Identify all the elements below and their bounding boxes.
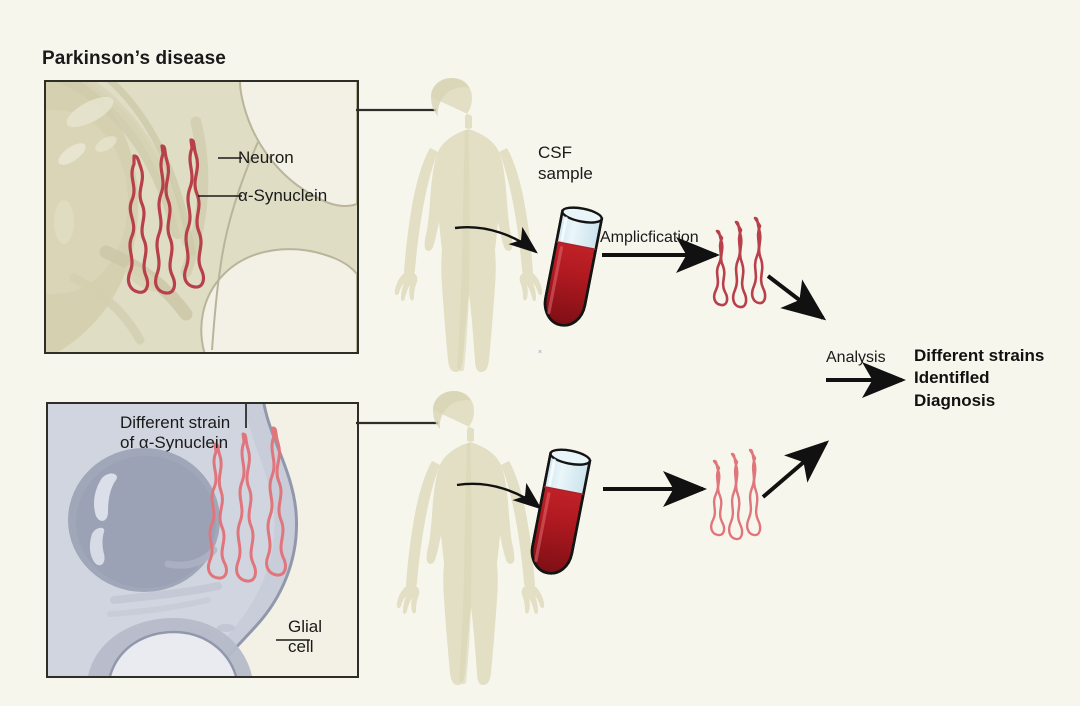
result-line-2: Identifled <box>914 368 990 388</box>
glial-panel <box>46 402 359 678</box>
different-strain-line-1: Different strain <box>120 413 231 432</box>
patient-figure-top <box>394 78 543 372</box>
result-line-1: Different strains <box>914 346 1045 365</box>
csf-tube-bottom <box>530 448 592 575</box>
amplified-fibrils-bottom <box>710 448 762 541</box>
converge-arrow-top <box>766 274 827 321</box>
converge-arrow-bottom <box>761 440 830 499</box>
different-strain-line-2: of α-Synuclein <box>120 433 229 453</box>
glial-cell-label: Glial cell <box>288 617 322 658</box>
result-line-3: Diagnosis <box>914 390 996 410</box>
amplification-label: Amplicfication <box>600 229 699 246</box>
neuron-illustration <box>46 82 357 352</box>
amplified-fibrils-top <box>712 216 767 309</box>
extraction-arrow-bottom <box>456 482 542 510</box>
glial-illustration <box>48 404 357 676</box>
neuron-label: Neuron <box>238 148 294 167</box>
extraction-arrow-top <box>454 226 538 254</box>
csf-tube-top <box>543 206 604 327</box>
neuron-panel <box>44 80 359 354</box>
csf-sample-line-1: CSF <box>538 143 572 162</box>
alpha-synuclein-label: α-Synuclein <box>238 186 328 205</box>
glial-cell-line-1: Glial <box>288 617 323 636</box>
patient-figure-bottom <box>396 391 545 685</box>
analysis-label: Analysis <box>826 349 886 366</box>
result-text: Different strains Identifled Diagnosis <box>914 345 1044 412</box>
glial-cell-line-2: cell <box>288 637 314 657</box>
csf-sample-label: CSF sample <box>538 142 593 185</box>
page-title: Parkinson’s disease <box>42 48 226 69</box>
csf-sample-line-2: sample <box>538 164 593 184</box>
stray-artifact-mark: × <box>538 349 543 356</box>
different-strain-label: Different strain of α-Synuclein <box>120 413 230 453</box>
